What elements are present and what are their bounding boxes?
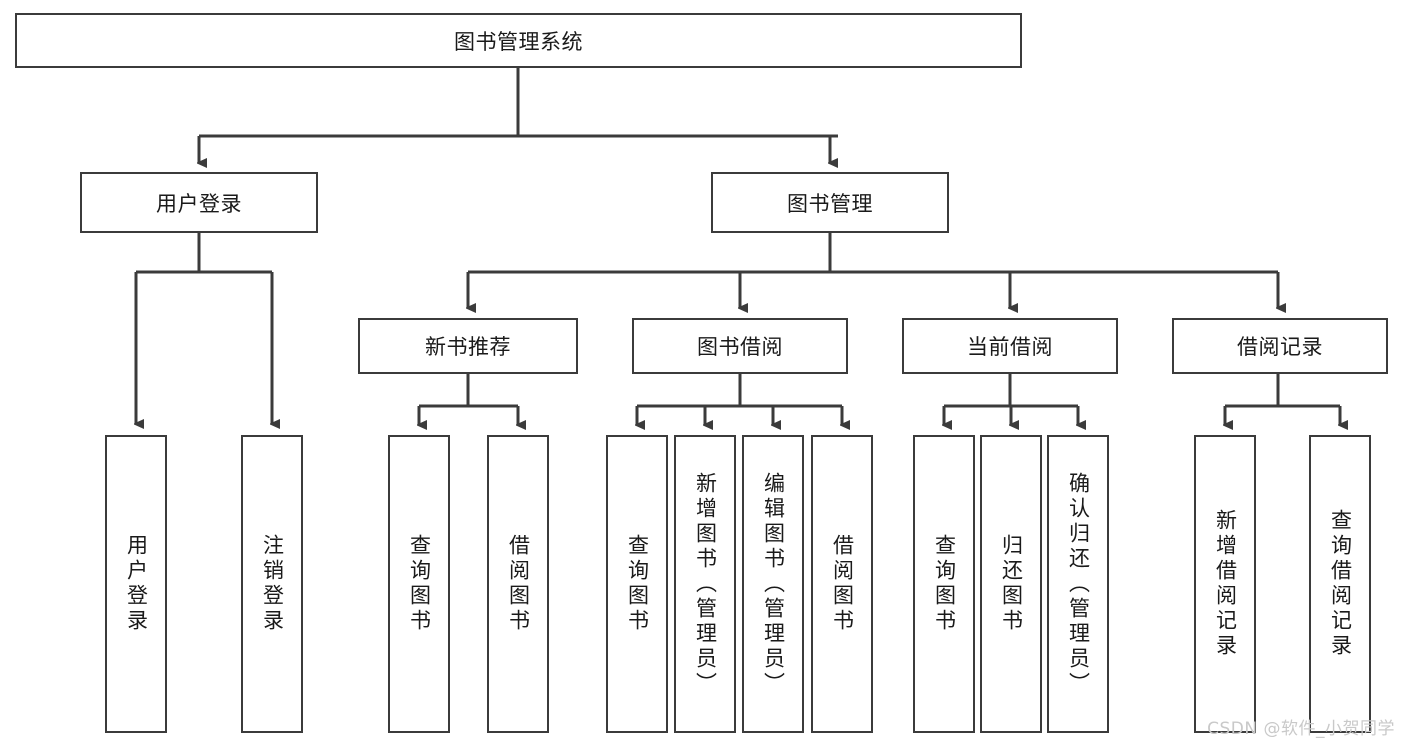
leaf-query-book-3-label: 查询图书	[932, 534, 957, 634]
node-current-borrow[interactable]: 当前借阅	[902, 318, 1118, 374]
leaf-add-record[interactable]: 新增借阅记录	[1194, 435, 1256, 733]
node-borrow-record[interactable]: 借阅记录	[1172, 318, 1388, 374]
leaf-user-login-label: 用户登录	[124, 534, 149, 634]
leaf-query-book-2[interactable]: 查询图书	[606, 435, 668, 733]
node-book-borrow-label: 图书借阅	[697, 335, 783, 359]
leaf-confirm-return-label: 确认归还（管理员）	[1066, 471, 1091, 697]
leaf-borrow-book-2[interactable]: 借阅图书	[811, 435, 873, 733]
leaf-query-book-1-label: 查询图书	[407, 534, 432, 634]
leaf-query-record[interactable]: 查询借阅记录	[1309, 435, 1371, 733]
leaf-edit-book[interactable]: 编辑图书（管理员）	[742, 435, 804, 733]
leaf-query-book-2-label: 查询图书	[625, 534, 650, 634]
leaf-borrow-book-2-label: 借阅图书	[830, 534, 855, 634]
node-new-book-rec[interactable]: 新书推荐	[358, 318, 578, 374]
leaf-logout-label: 注销登录	[260, 534, 285, 634]
node-book-manage-label: 图书管理	[787, 191, 873, 216]
csdn-watermark: CSDN @软件_小贺同学	[1207, 719, 1395, 739]
leaf-logout[interactable]: 注销登录	[241, 435, 303, 733]
node-user-login[interactable]: 用户登录	[80, 172, 318, 233]
node-book-manage[interactable]: 图书管理	[711, 172, 949, 233]
leaf-query-record-label: 查询借阅记录	[1328, 509, 1353, 659]
node-root[interactable]: 图书管理系统	[15, 13, 1022, 68]
leaf-return-book-label: 归还图书	[999, 534, 1024, 634]
node-root-label: 图书管理系统	[454, 29, 583, 54]
node-user-login-label: 用户登录	[156, 191, 242, 216]
leaf-add-book[interactable]: 新增图书（管理员）	[674, 435, 736, 733]
leaf-user-login[interactable]: 用户登录	[105, 435, 167, 733]
leaf-query-book-1[interactable]: 查询图书	[388, 435, 450, 733]
node-new-book-rec-label: 新书推荐	[425, 335, 511, 359]
leaf-confirm-return[interactable]: 确认归还（管理员）	[1047, 435, 1109, 733]
node-borrow-record-label: 借阅记录	[1237, 335, 1323, 359]
node-current-borrow-label: 当前借阅	[967, 335, 1053, 359]
leaf-add-record-label: 新增借阅记录	[1213, 509, 1238, 659]
leaf-borrow-book-1[interactable]: 借阅图书	[487, 435, 549, 733]
leaf-return-book[interactable]: 归还图书	[980, 435, 1042, 733]
leaf-query-book-3[interactable]: 查询图书	[913, 435, 975, 733]
leaf-add-book-label: 新增图书（管理员）	[693, 471, 718, 697]
leaf-borrow-book-1-label: 借阅图书	[506, 534, 531, 634]
leaf-edit-book-label: 编辑图书（管理员）	[761, 471, 786, 697]
node-book-borrow[interactable]: 图书借阅	[632, 318, 848, 374]
